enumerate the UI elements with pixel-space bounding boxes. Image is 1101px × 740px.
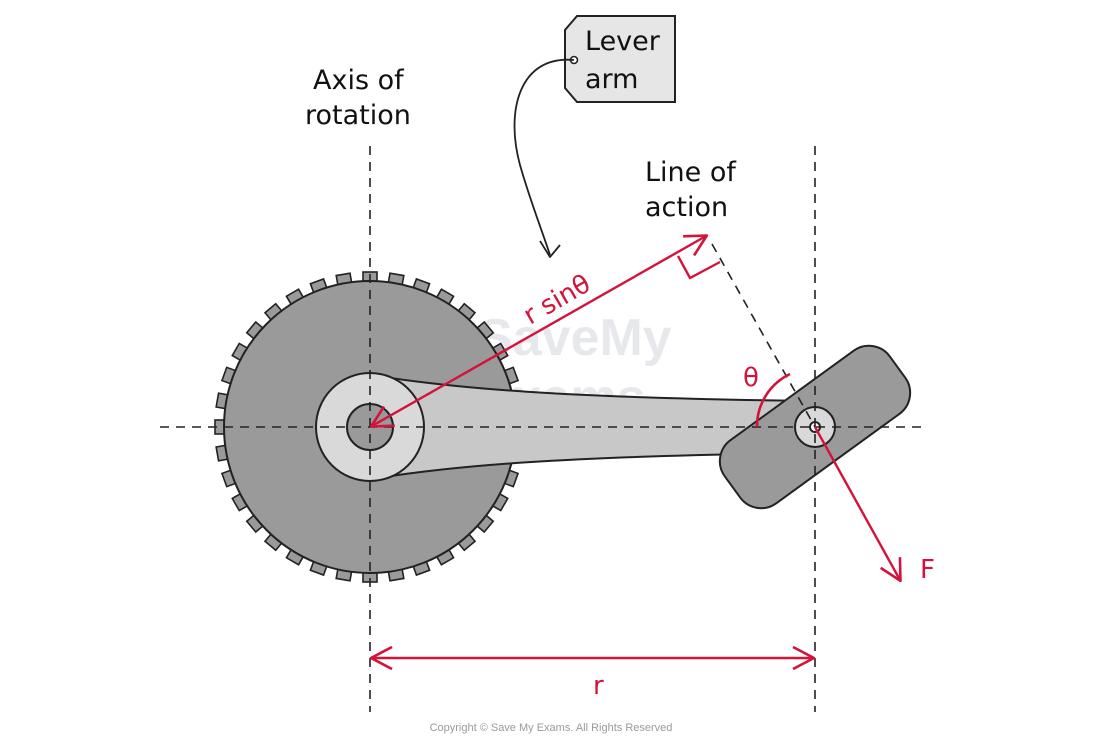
line-of-action-label-line1: Line of bbox=[645, 157, 737, 188]
tag-pointer-arrow bbox=[513, 58, 575, 258]
distance-label: r bbox=[593, 671, 604, 701]
line-of-action bbox=[711, 243, 816, 428]
copyright-text: Copyright © Save My Exams. All Rights Re… bbox=[430, 722, 673, 734]
line-of-action-label-line2: action bbox=[645, 192, 728, 223]
lever-arm-tag: Lever arm bbox=[564, 15, 676, 103]
axis-of-rotation-label-line2: rotation bbox=[305, 100, 411, 131]
force-arrow bbox=[813, 426, 900, 580]
axis-of-rotation-label-line1: Axis of bbox=[313, 65, 405, 96]
force-label: F bbox=[920, 555, 935, 585]
lever-arm-arrow bbox=[372, 236, 706, 426]
watermark-line1: SaveMy bbox=[478, 309, 672, 367]
lever-arm-tag-line1: Lever bbox=[585, 26, 661, 57]
right-angle-marker bbox=[676, 255, 721, 280]
angle-label: θ bbox=[743, 363, 759, 393]
lever-arm-tag-line2: arm bbox=[585, 64, 638, 95]
angle-arc bbox=[755, 372, 791, 428]
